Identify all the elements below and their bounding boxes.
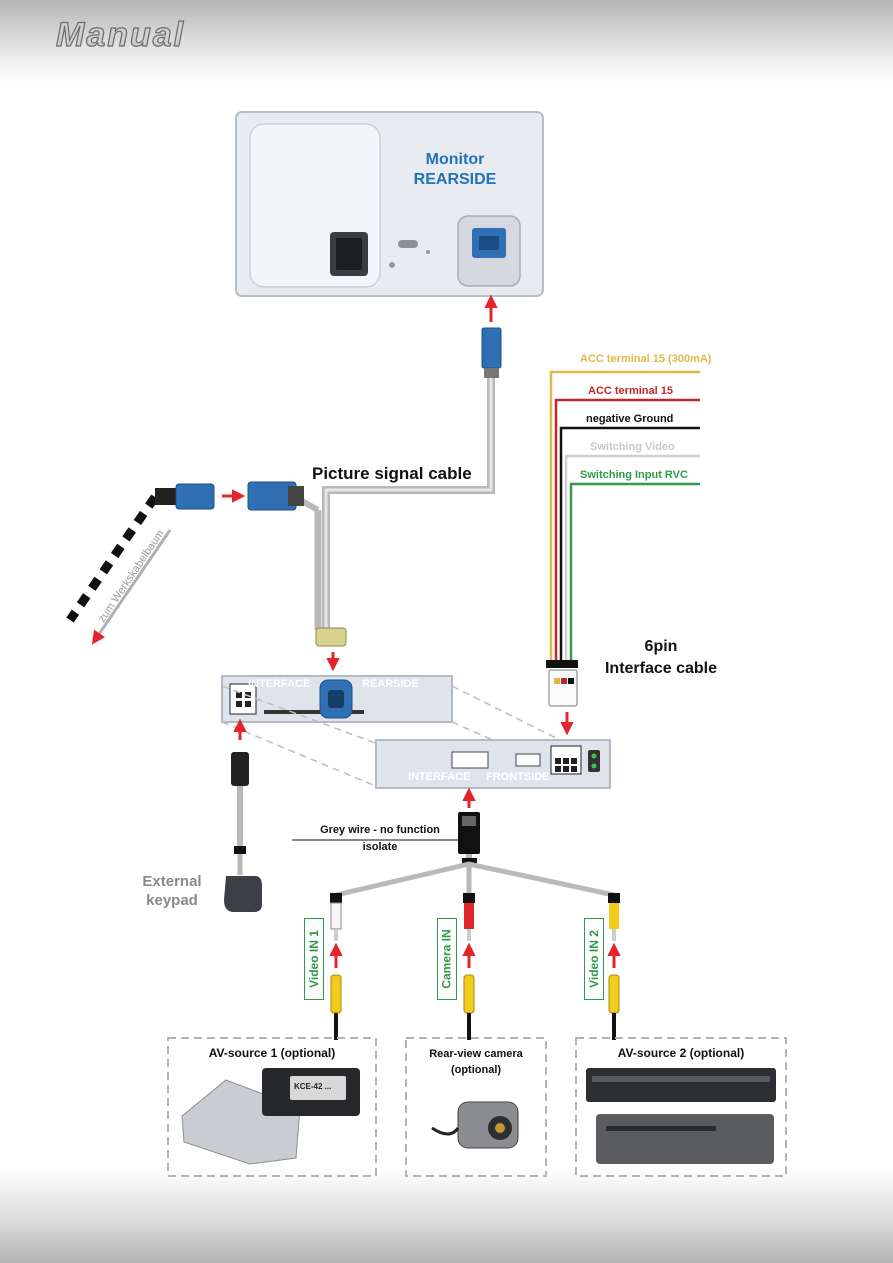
grey-wire-note-line2: isolate [362, 841, 398, 853]
six-pin-label: 6pin Interface cable [596, 636, 726, 680]
camera-title-line2: (optional) [450, 1064, 502, 1076]
interface-rearside [221, 675, 453, 723]
input-camera-in: Camera IN [437, 918, 457, 1000]
grey-wire-note: Grey wire - no function isolate [300, 822, 460, 856]
rear-interface-label-right: REARSIDE [362, 678, 419, 690]
interface-frontside [375, 739, 611, 789]
monitor-rearside [235, 111, 544, 297]
input-video-in-2-label: Video IN 2 [587, 930, 602, 988]
six-pin-label-line1: 6pin [644, 638, 678, 655]
header-band [0, 0, 893, 85]
input-video-in-2: Video IN 2 [584, 918, 604, 1000]
keypad-label-line1: External [142, 873, 202, 890]
monitor-title-line2: REARSIDE [413, 171, 497, 188]
camera-box [405, 1037, 547, 1177]
av-source-1-device-label: KCE-42 ... [294, 1082, 332, 1091]
monitor-title-line1: Monitor [425, 151, 485, 168]
av-source-2-devices [586, 1068, 776, 1164]
grey-wire-note-line1: Grey wire - no function [320, 824, 440, 836]
av-source-2-box [575, 1037, 787, 1177]
input-video-in-1: Video IN 1 [304, 918, 324, 1000]
av-source-1-box [167, 1037, 377, 1177]
rear-interface-label-left: INTERFACE [248, 678, 311, 690]
six-pin-label-line2: Interface cable [604, 660, 718, 677]
av-source-1-title: AV-source 1 (optional) [208, 1046, 336, 1060]
picture-signal-label: Picture signal cable [312, 464, 472, 483]
footer-band [0, 1168, 893, 1263]
factory-harness-connector [66, 481, 304, 645]
keypad-cable [224, 718, 262, 912]
wire-label-switching-rvc: Switching Input RVC [580, 469, 688, 481]
wire-label-switching-video: Switching Video [590, 441, 675, 453]
wire-label-acc: ACC terminal 15 [588, 385, 673, 397]
monitor-title: Monitor REARSIDE [392, 150, 518, 190]
rca-plugs [329, 893, 621, 1040]
camera-title: Rear-view camera (optional) [406, 1046, 546, 1078]
wire-label-acc-300ma: ACC terminal 15 (300mA) [580, 353, 712, 365]
front-interface-label-left: INTERFACE [408, 771, 471, 783]
rear-camera-device [431, 1101, 519, 1149]
keypad-label: External keypad [130, 872, 214, 910]
six-pin-wires [546, 370, 700, 736]
input-video-in-1-label: Video IN 1 [307, 930, 322, 988]
av-source-2-title: AV-source 2 (optional) [617, 1046, 745, 1060]
wire-label-ground: negative Ground [586, 413, 674, 425]
camera-title-line1: Rear-view camera [429, 1048, 523, 1060]
input-camera-in-label: Camera IN [440, 929, 454, 989]
av-source-1-device [181, 1068, 360, 1165]
brand-title: Manual [55, 15, 186, 54]
keypad-label-line2: keypad [146, 892, 198, 909]
front-interface-label-right: FRONTSIDE [486, 771, 550, 783]
